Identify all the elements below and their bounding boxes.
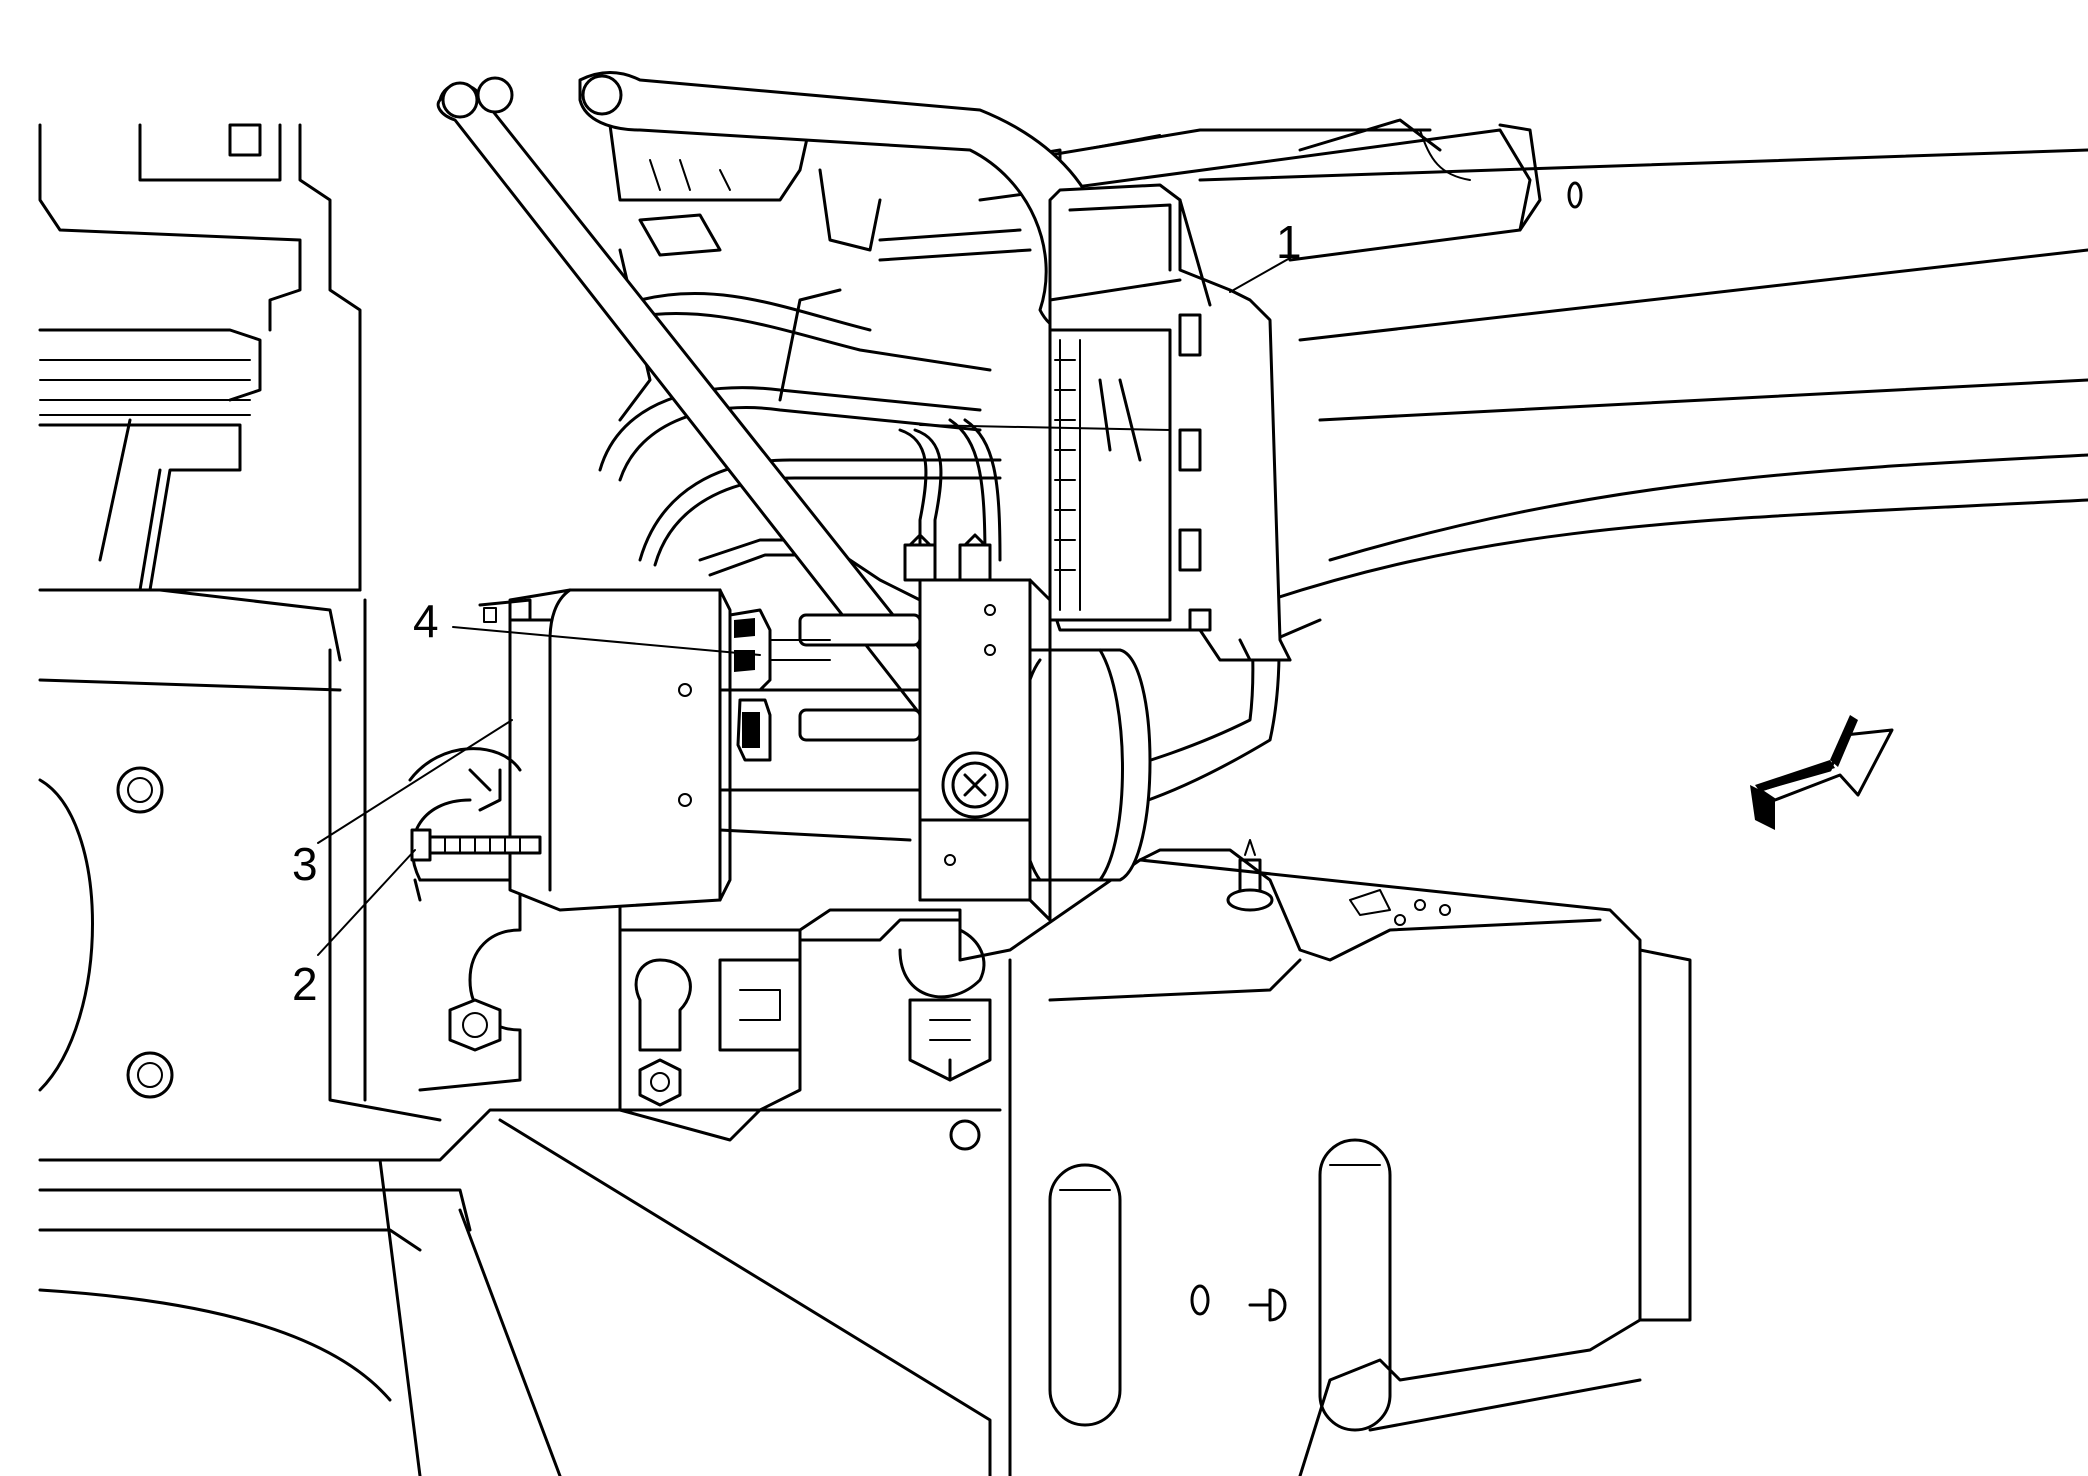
direction-arrow-icon <box>1750 715 1894 830</box>
mounting-bolt <box>408 747 542 902</box>
callout-leaders <box>317 257 1291 956</box>
mounting-bracket <box>558 839 1692 1476</box>
pump-motor <box>1016 648 1152 882</box>
callout-4: 4 <box>413 595 439 647</box>
control-module-body <box>478 588 831 912</box>
valve-body <box>718 533 1052 922</box>
callout-2: 2 <box>292 958 318 1010</box>
callout-3: 3 <box>292 838 318 890</box>
left-dash-structure <box>38 123 1002 1476</box>
brake-control-module <box>1048 183 1292 662</box>
lower-bracket-details <box>418 878 992 1142</box>
callout-labels: 1 4 3 2 <box>292 216 1302 1010</box>
callout-1: 1 <box>1276 216 1302 268</box>
